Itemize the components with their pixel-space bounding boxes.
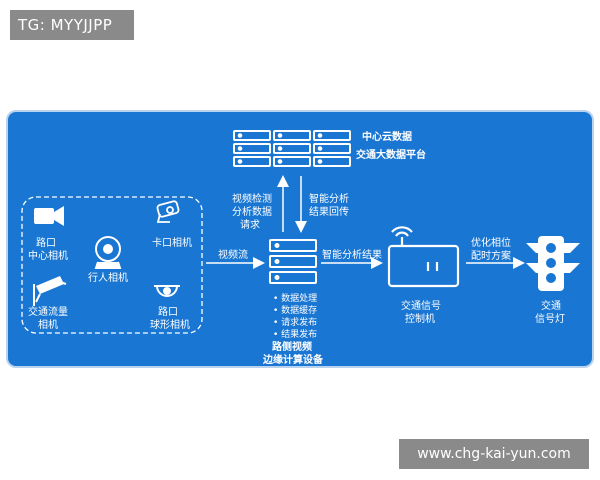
center-camera-label-line1: 路口 [36, 238, 56, 249]
signal-controller-icon [387, 226, 460, 288]
video-stream-label: 视频流 [218, 250, 248, 261]
edge-function-item: 数据处理 [273, 293, 317, 305]
controller-label-line2: 控制机 [405, 314, 435, 325]
arrow-up-label-line1: 视频检测 [232, 194, 272, 205]
timing-label-line2: 配时方案 [471, 251, 511, 262]
controller-label-line1: 交通信号 [401, 301, 441, 312]
edge-server-icon [269, 239, 317, 284]
pedestrian-camera-icon [94, 236, 122, 269]
flow-camera-label-line1: 交通流量 [28, 307, 68, 318]
website-watermark: www.chg-kai-yun.com [399, 439, 589, 469]
camera-group-box [21, 196, 203, 334]
edge-device-label-line1: 路侧视频 [272, 342, 312, 353]
arrow-up-label-line2: 分析数据 [232, 207, 272, 218]
pedestrian-camera-label: 行人相机 [88, 273, 128, 284]
cloud-label-line1: 中心云数据 [362, 132, 412, 143]
center-camera-label-line2: 中心相机 [28, 251, 68, 262]
signal-label-line2: 信号灯 [535, 314, 565, 325]
timing-label-line1: 优化相位 [471, 238, 511, 249]
edge-device-label-line2: 边缘计算设备 [263, 355, 323, 366]
analysis-result-label: 智能分析结果 [322, 250, 382, 261]
bayonet-camera-icon [156, 200, 180, 223]
edge-function-list: 数据处理 数据缓存 请求发布 结果发布 [273, 293, 317, 341]
edge-function-item: 请求发布 [273, 317, 317, 329]
dome-camera-icon [154, 285, 180, 297]
dome-camera-label-line2: 球形相机 [150, 320, 190, 331]
signal-label-line1: 交通 [541, 301, 561, 312]
edge-function-item: 数据缓存 [273, 305, 317, 317]
arrow-down-label-line1: 智能分析 [309, 194, 349, 205]
video-camera-icon [34, 206, 64, 226]
arrow-up-label-line3: 请求 [240, 220, 260, 231]
tg-tag-overlay: TG: MYYJJPP [10, 10, 134, 40]
traffic-light-icon [526, 236, 580, 291]
dome-camera-label-line1: 路口 [158, 307, 178, 318]
cloud-label-line2: 交通大数据平台 [356, 150, 426, 161]
edge-function-item: 结果发布 [273, 329, 317, 341]
arrow-down-label-line2: 结果回传 [309, 207, 349, 218]
traffic-flow-camera-icon [33, 276, 67, 306]
flow-camera-label-line2: 相机 [38, 320, 58, 331]
bayonet-camera-label: 卡口相机 [152, 238, 192, 249]
cloud-server-icon [233, 130, 351, 167]
